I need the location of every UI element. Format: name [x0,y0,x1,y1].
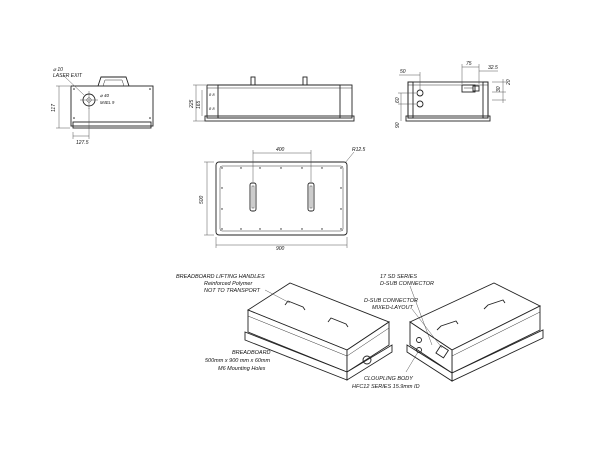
top-depth-dim: 500 [199,195,205,204]
mounting-holes [221,167,342,230]
iso-left-coupling [362,355,372,365]
top-view-handle-right [307,182,315,212]
top-view: 400 R12.5 900 500 [199,147,366,252]
thread-label: M4EL 9 [100,100,115,105]
callout-coupling-title: CLOUPLING BODY [364,376,413,382]
end-view-connector-bottom [416,100,424,108]
front-view-body [70,85,154,127]
end-view-connector-top [416,89,424,97]
front-view-handle [97,76,130,87]
svg-text:8 8: 8 8 [209,106,215,111]
side-view: 225 165 8 8 8 8 [189,76,355,122]
end-dim-75: 75 [466,61,472,67]
iso-left-handle-1 [284,300,306,311]
side-view-body [206,84,353,119]
callout-dsub-sub: MIXED-LAYOUT [372,305,413,311]
corner-radius-dim: R12.5 [352,147,366,153]
callout-breadboard-title: BREADBOARD [232,350,271,356]
callouts: BREADBOARD LIFTING HANDLES Reinforced Po… [176,274,443,390]
end-dim-20: 20 [506,79,512,86]
end-dim-60: 60 [395,97,401,103]
svg-text:8 8: 8 8 [209,92,215,97]
aperture-diameter-label: ⌀ 40 [100,93,109,98]
callout-series-title: 17 SD SERIES [380,274,417,280]
callout-breadboard-size: 500mm x 900 mm x 60mm [205,358,271,364]
top-view-breadboard [215,161,348,236]
callout-dsub-title: D-SUB CONNECTOR [364,298,418,304]
side-inner-dim: 165 [196,100,202,109]
end-dim-90: 90 [395,122,401,128]
side-view-handle-left [250,76,256,86]
laser-exit-label: LASER EXIT [53,73,83,79]
side-view-handle-right [302,76,308,86]
top-view-handle-left [249,182,257,212]
end-view-base [405,115,491,122]
front-view: ⌀ 10 LASER EXIT ⌀ 40 M4EL 9 117 127.5 [51,67,154,146]
iso-right-dsub [435,344,449,359]
callout-series-sub: D-SUB CONNECTOR [380,281,434,287]
isometric-left [244,282,393,381]
isometric-right [406,282,544,382]
side-view-base [204,115,355,122]
top-width-dim: 900 [276,246,285,252]
front-height-dim: 117 [51,104,57,112]
callout-coupling-sub: HFC12 SERIES 15.9mm ID [352,384,420,390]
laser-exit-diameter: ⌀ 10 [53,67,63,73]
end-dim-32-5: 32.5 [488,65,498,71]
end-view: 50 75 32.5 30 20 60 90 [395,61,512,128]
dsub-connector-port [461,84,476,93]
callout-handles-title: BREADBOARD LIFTING HANDLES [176,274,265,280]
end-dim-50: 50 [400,69,406,75]
iso-left-side [346,321,390,373]
callout-breadboard-holes: M6 Mounting Holes [218,366,266,372]
front-offset-dim: 127.5 [76,140,89,146]
front-view-base [72,121,152,129]
iso-right-handle-1 [436,320,459,331]
side-height-dim: 225 [189,99,195,109]
callout-handles-warning: NOT TO TRANSPORT [204,288,261,294]
callout-handles-material: Reinforced Polymer [204,281,253,287]
end-dim-30: 30 [496,86,502,92]
iso-right-handle-2 [483,299,506,310]
handle-spacing-dim: 400 [276,147,285,153]
iso-left-handle-2 [327,317,349,328]
